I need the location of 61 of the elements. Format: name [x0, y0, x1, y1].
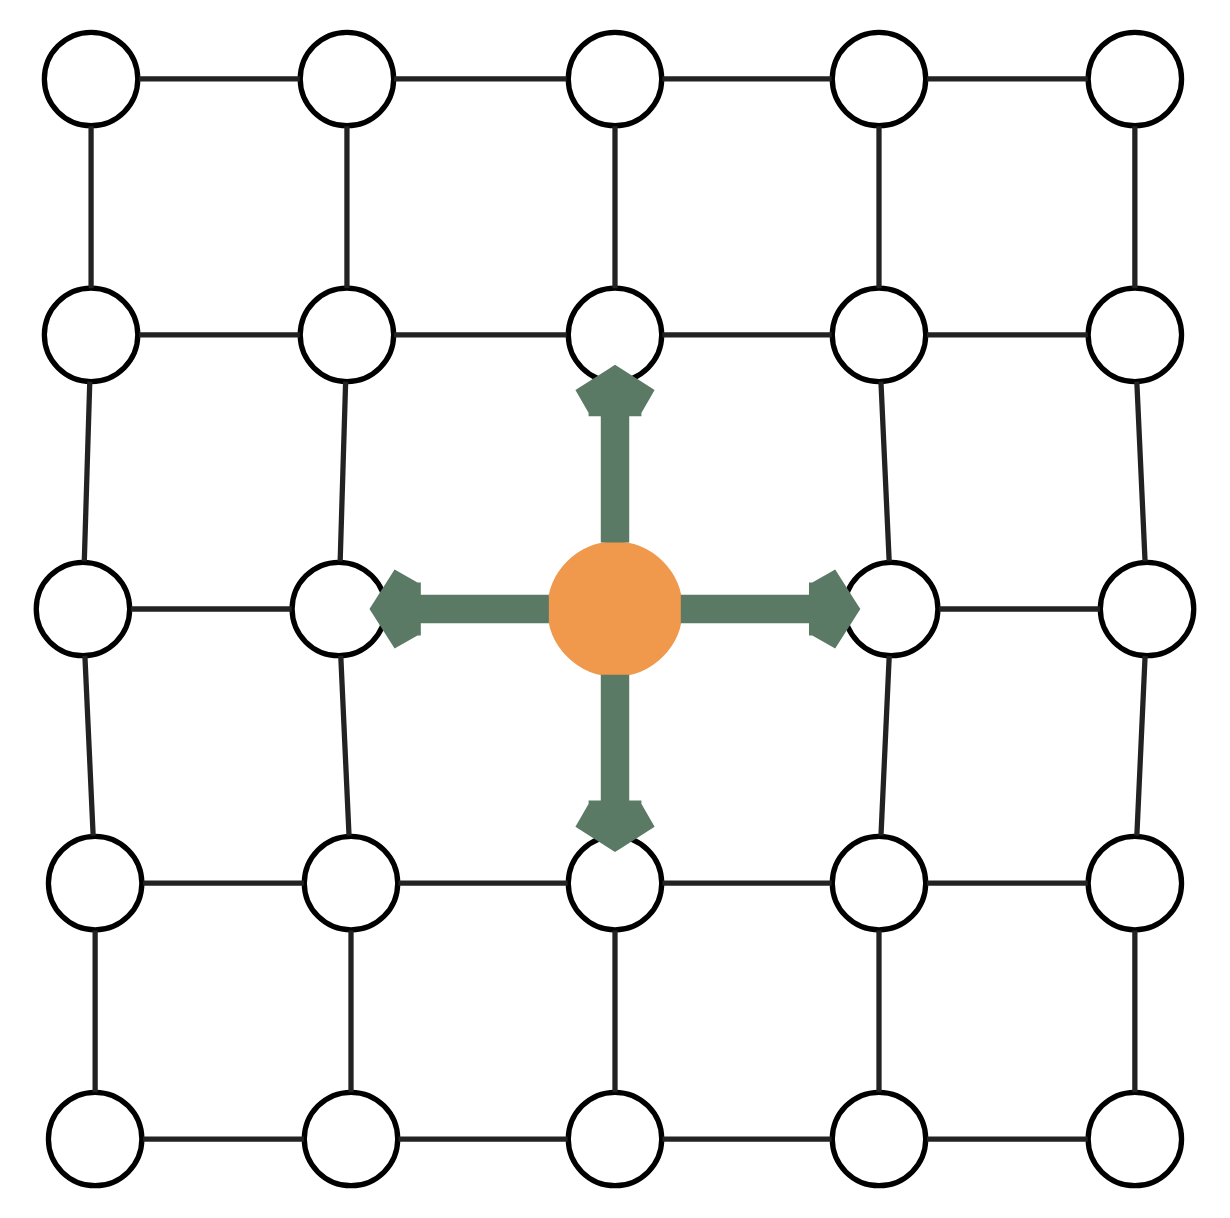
connector [81, 381, 93, 562]
node-circle [841, 559, 941, 659]
connector [344, 126, 350, 289]
connector [1132, 126, 1138, 289]
connector [1132, 930, 1138, 1093]
connector [939, 606, 1100, 612]
node-circle [41, 29, 141, 129]
connector [878, 655, 892, 836]
connector [130, 606, 292, 612]
node-circle [565, 1089, 665, 1189]
connector [139, 76, 300, 82]
connector [876, 126, 882, 289]
node-circle [1085, 833, 1185, 933]
connector [348, 930, 354, 1093]
node-circle [45, 833, 145, 933]
node-circle [565, 285, 665, 385]
connector [88, 126, 94, 289]
connector [398, 1136, 568, 1142]
connector [139, 332, 300, 338]
node-circle [547, 541, 683, 677]
node-circle [297, 29, 397, 129]
node-circle [289, 559, 389, 659]
connector [82, 655, 96, 836]
node-circle [1085, 1089, 1185, 1189]
node-circle [565, 833, 665, 933]
node-circle [297, 285, 397, 385]
node-circle [1097, 559, 1197, 659]
connector [1134, 381, 1148, 562]
connector [662, 880, 832, 886]
node-circle [829, 1089, 929, 1189]
connector [337, 381, 349, 562]
connector [662, 332, 832, 338]
connector [394, 332, 567, 338]
node-circle [565, 29, 665, 129]
node-circle [829, 285, 929, 385]
connector [926, 76, 1088, 82]
connector [92, 930, 98, 1093]
node-circle [301, 1089, 401, 1189]
node-circle [45, 1089, 145, 1189]
node-circle [829, 833, 929, 933]
connector [926, 880, 1088, 886]
connector [143, 880, 304, 886]
connector [876, 930, 882, 1093]
node-circle [829, 29, 929, 129]
connector [394, 76, 567, 82]
connector [338, 655, 352, 836]
node-circle [1085, 29, 1185, 129]
connector [878, 381, 892, 562]
node-circle [1085, 285, 1185, 385]
connector [612, 126, 618, 289]
connector [1134, 655, 1148, 836]
connector [926, 1136, 1088, 1142]
node-circle [41, 285, 141, 385]
node-circle [301, 833, 401, 933]
connector [662, 1136, 832, 1142]
connector [662, 76, 832, 82]
connector [612, 930, 618, 1093]
node-circle [33, 559, 133, 659]
connector [926, 332, 1088, 338]
connector [398, 880, 568, 886]
connector [143, 1136, 304, 1142]
